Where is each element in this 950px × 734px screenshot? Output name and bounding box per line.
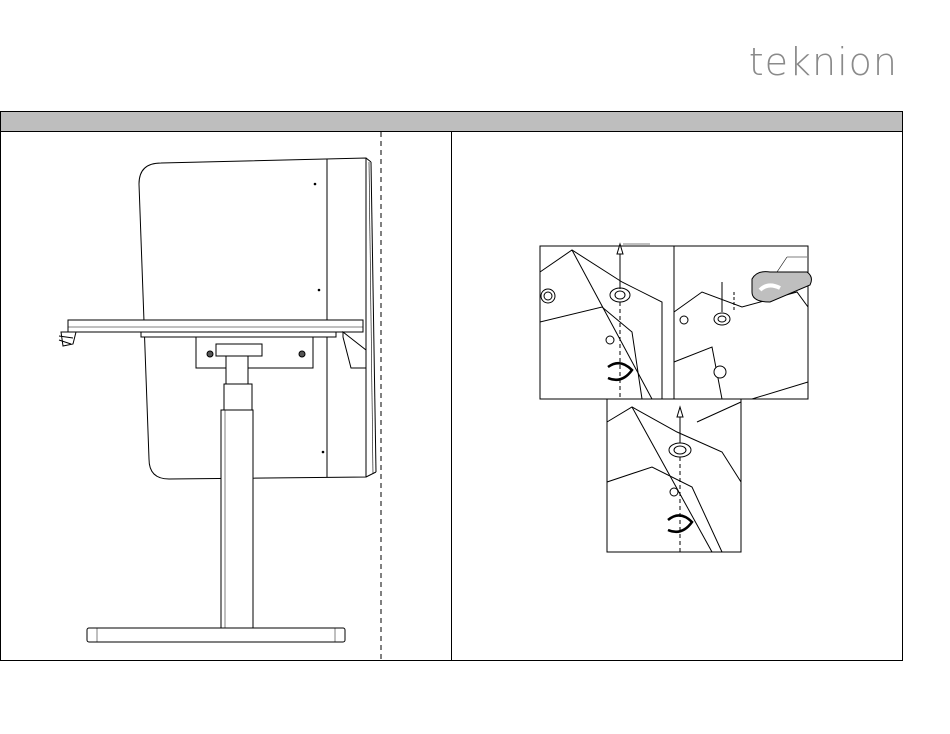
section-header-bar bbox=[1, 112, 902, 132]
screw-installation-detail-illustration bbox=[452, 132, 902, 661]
right-panel bbox=[452, 132, 902, 661]
desk-side-view-illustration bbox=[1, 132, 451, 661]
teknion-logo: teknion bbox=[749, 40, 898, 84]
left-panel bbox=[1, 132, 452, 661]
instruction-frame bbox=[0, 111, 903, 661]
